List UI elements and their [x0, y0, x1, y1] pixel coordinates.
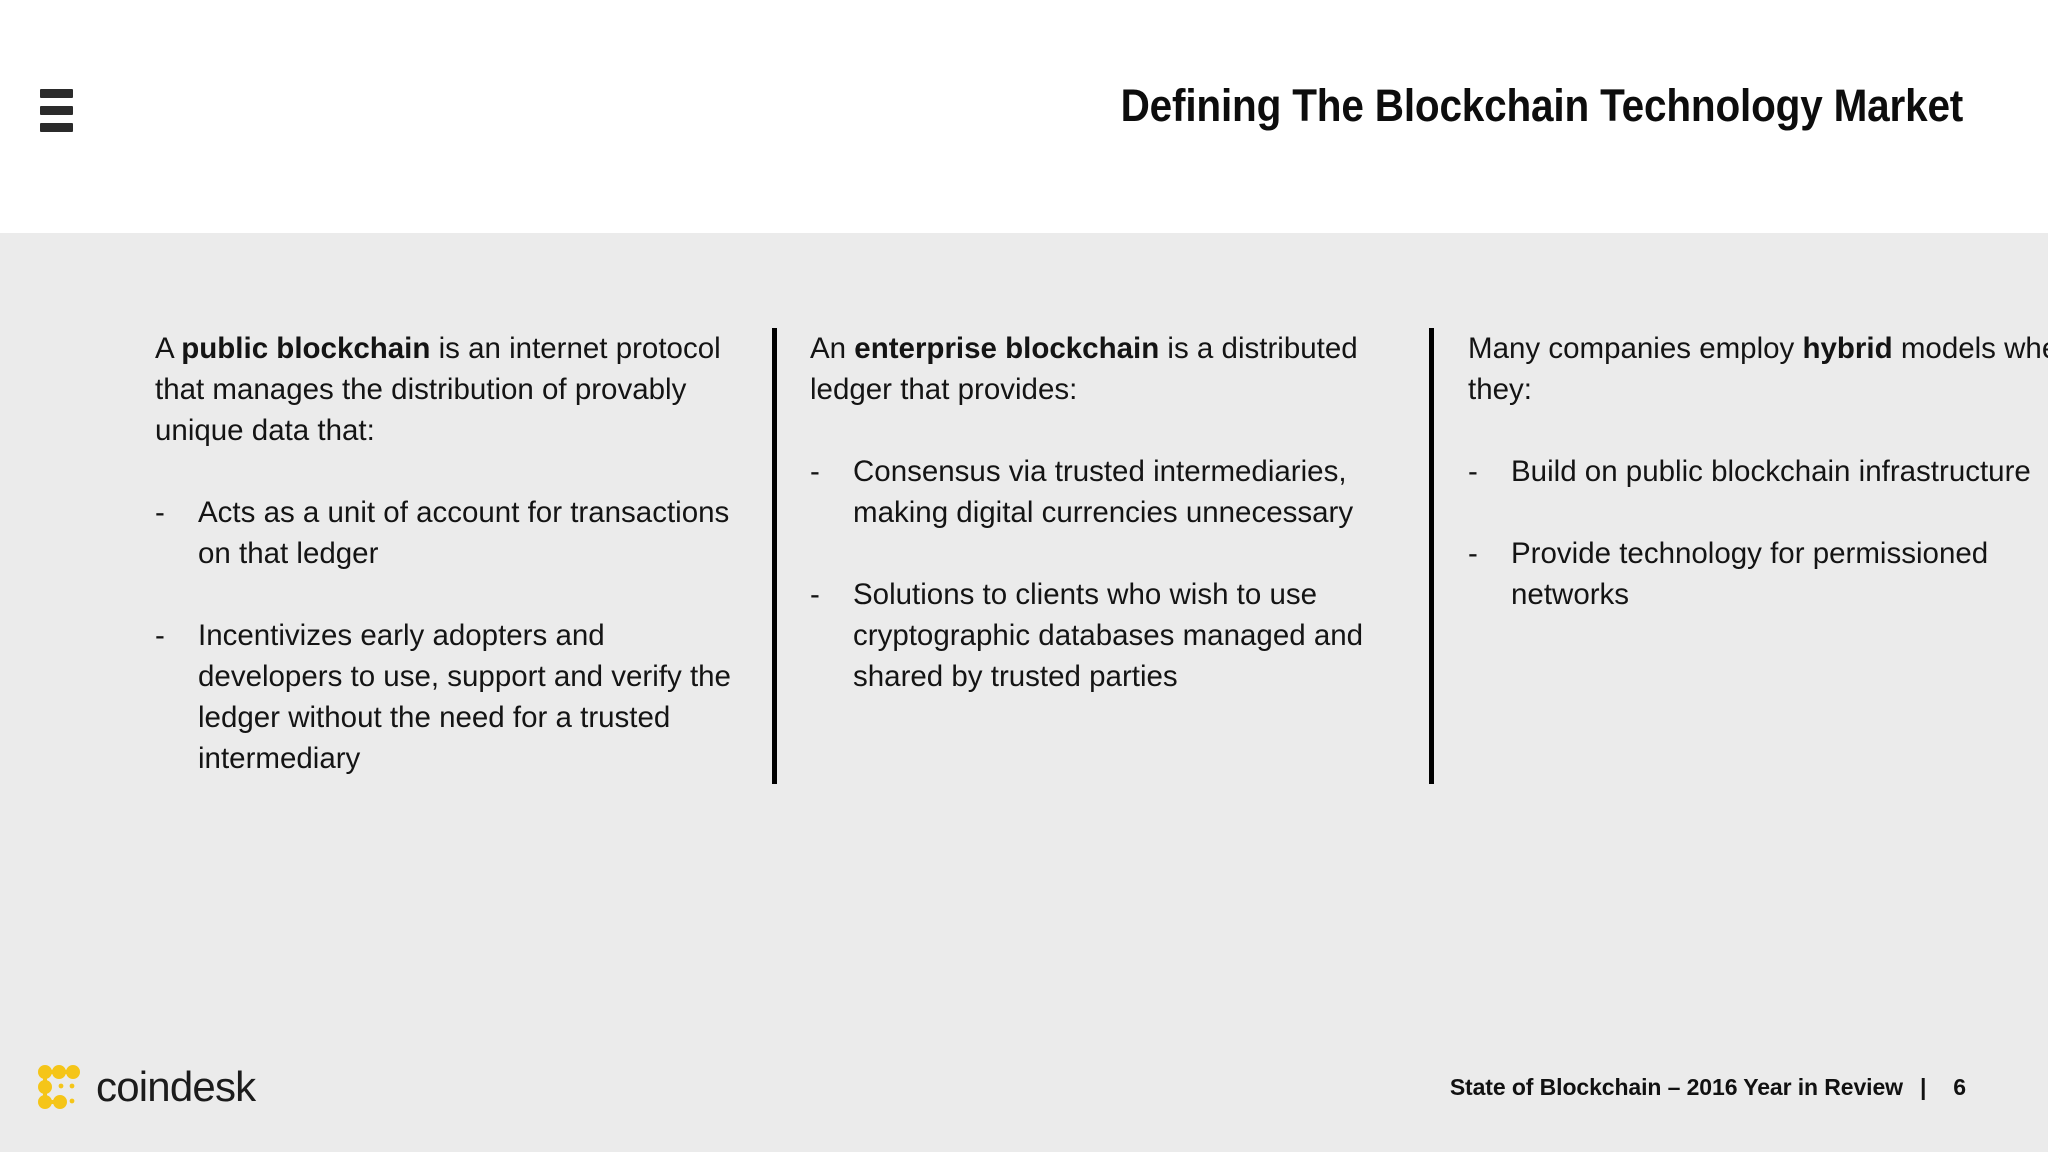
intro-term-bold: enterprise blockchain — [854, 332, 1160, 365]
slide-body: A public blockchain is an internet proto… — [0, 233, 2048, 1152]
bullet-text: Build on public blockchain infrastructur… — [1511, 455, 2031, 488]
page-number: 6 — [1953, 1074, 1966, 1100]
list-item: - Provide technology for permissioned ne… — [1468, 533, 2048, 615]
column-public-blockchain: A public blockchain is an internet proto… — [155, 328, 755, 779]
coindesk-node-graph-icon — [38, 1065, 80, 1109]
coindesk-logo[interactable]: coindesk — [36, 1063, 256, 1110]
hamburger-bar-1 — [40, 89, 73, 98]
bullet-marker: - — [155, 496, 165, 529]
intro-term-bold: public blockchain — [181, 332, 431, 365]
bullet-text: Solutions to clients who wish to use cry… — [853, 578, 1364, 693]
intro-text-before: Many companies employ — [1468, 332, 1803, 365]
bullet-marker: - — [155, 619, 165, 652]
page-title: Defining The Blockchain Technology Marke… — [1120, 80, 1964, 131]
hamburger-bar-3 — [40, 123, 73, 132]
bullet-marker: - — [810, 455, 820, 488]
report-title: State of Blockchain – 2016 Year in Revie… — [1449, 1074, 1903, 1100]
bullet-text: Acts as a unit of account for transactio… — [198, 496, 730, 570]
footer-separator: | — [1919, 1074, 1927, 1100]
column-intro: An enterprise blockchain is a distribute… — [810, 328, 1380, 410]
bullet-text: Incentivizes early adopters and develope… — [198, 619, 731, 775]
bullet-marker: - — [1468, 537, 1478, 570]
bullet-list: - Acts as a unit of account for transact… — [155, 492, 755, 779]
intro-text-after: models where they: — [1468, 332, 2048, 406]
slide-footer: coindesk State of Blockchain – 2016 Year… — [0, 1042, 2048, 1152]
intro-text-before: An — [810, 332, 855, 365]
list-item: - Incentivizes early adopters and develo… — [155, 615, 755, 779]
bullet-marker: - — [1468, 455, 1478, 488]
list-item: - Consensus via trusted intermediaries, … — [810, 451, 1380, 533]
column-enterprise-blockchain: An enterprise blockchain is a distribute… — [810, 328, 1380, 697]
slide-header: Defining The Blockchain Technology Marke… — [0, 0, 2048, 233]
bullet-list: - Build on public blockchain infrastruct… — [1468, 451, 2048, 615]
column-divider-2 — [1429, 328, 1434, 784]
column-divider-1 — [772, 328, 777, 784]
bullet-list: - Consensus via trusted intermediaries, … — [810, 451, 1380, 697]
bullet-text: Provide technology for permissioned netw… — [1511, 537, 1989, 611]
bullet-text: Consensus via trusted intermediaries, ma… — [853, 455, 1354, 529]
column-intro: Many companies employ hybrid models wher… — [1468, 328, 2048, 410]
intro-text-before: A — [155, 332, 182, 365]
hamburger-bar-2 — [40, 106, 73, 115]
list-item: - Build on public blockchain infrastruct… — [1468, 451, 2048, 492]
intro-text-after: is an internet protocol that manages the… — [155, 332, 721, 447]
intro-text-after: is a distributed ledger that provides: — [810, 332, 1358, 406]
intro-term-bold: hybrid — [1802, 332, 1893, 365]
hamburger-icon[interactable] — [40, 89, 73, 133]
list-item: - Solutions to clients who wish to use c… — [810, 574, 1380, 697]
list-item: - Acts as a unit of account for transact… — [155, 492, 755, 574]
column-intro: A public blockchain is an internet proto… — [155, 328, 755, 451]
bullet-marker: - — [810, 578, 820, 611]
footer-meta: State of Blockchain – 2016 Year in Revie… — [1450, 1074, 1966, 1101]
coindesk-wordmark: coindesk — [96, 1063, 256, 1110]
column-hybrid-models: Many companies employ hybrid models wher… — [1468, 328, 2048, 615]
